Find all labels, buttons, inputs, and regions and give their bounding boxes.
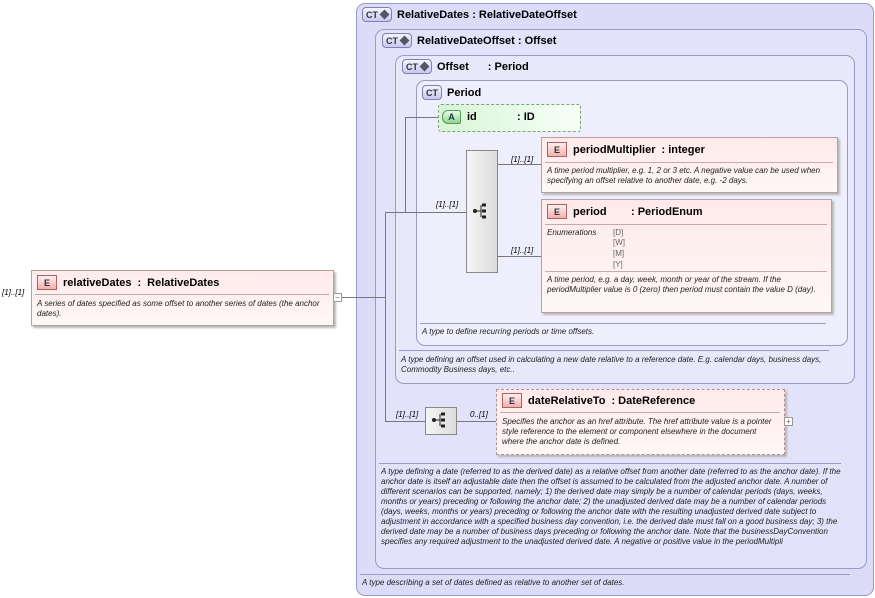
complex-type-doc: A type defining an offset used in calcul… xyxy=(401,355,822,374)
complex-type-doc: A type defining a date (referred to as t… xyxy=(381,467,841,546)
complex-type-title: RelativeDateOffset : Offset xyxy=(417,34,557,47)
element-doc: A time period, e.g. a day, week, month o… xyxy=(547,275,816,294)
complex-type-badge: CT xyxy=(382,33,412,48)
attribute-badge: A xyxy=(442,110,461,124)
complex-type-title-name: Offset xyxy=(437,60,469,73)
element-relative-dates[interactable] xyxy=(31,270,334,326)
plus-diamond-icon xyxy=(399,35,410,46)
complex-type-title-type: : Period xyxy=(487,60,529,73)
divider xyxy=(545,271,827,272)
connector-line xyxy=(385,421,425,422)
sequence-compositor[interactable] xyxy=(425,407,457,435)
attribute-name: id xyxy=(467,111,477,123)
element-badge: E xyxy=(37,275,57,290)
complex-type-offset-header: CT Offset : Period xyxy=(402,59,529,74)
element-name: periodMultiplier xyxy=(573,143,656,156)
element-period-multiplier[interactable] xyxy=(541,137,838,193)
divider xyxy=(500,412,780,413)
element-doc: Specifies the anchor as an href attribut… xyxy=(502,417,772,446)
element-occurrence: [1]..[1] xyxy=(511,246,534,255)
element-period-multiplier-title: E periodMultiplier : integer xyxy=(547,142,705,157)
complex-type-doc: A type describing a set of dates defined… xyxy=(362,578,625,587)
element-name: relativeDates xyxy=(63,276,132,289)
complex-type-title: Period xyxy=(447,86,482,99)
plus-diamond-icon xyxy=(379,9,390,20)
enumeration-value: [Y] xyxy=(613,260,623,269)
attribute-type: : ID xyxy=(517,111,535,123)
divider xyxy=(399,350,829,351)
element-relative-dates-title: E relativeDates : RelativeDates xyxy=(37,275,219,290)
connector-line xyxy=(497,164,541,165)
connector-line xyxy=(497,256,541,257)
sequence-compositor-icon xyxy=(432,412,445,428)
complex-type-badge: CT xyxy=(422,85,442,100)
connector-line xyxy=(385,212,386,421)
element-badge: E xyxy=(547,204,567,219)
enumerations-label: Enumerations xyxy=(547,228,597,237)
connector-line xyxy=(456,421,496,422)
attribute-id-title: A id : ID xyxy=(442,110,535,124)
element-period[interactable] xyxy=(541,199,832,313)
complex-type-badge: CT xyxy=(362,7,392,22)
sequence-occurrence: [1]..[1] xyxy=(396,410,419,419)
attribute-id[interactable] xyxy=(438,104,581,132)
element-occurrence: [1]..[1] xyxy=(511,155,534,164)
enumeration-value: [M] xyxy=(613,249,625,258)
element-occurrence: 0..[1] xyxy=(470,410,488,419)
divider xyxy=(420,323,826,324)
complex-type-doc: A type to define recurring periods or ti… xyxy=(422,327,595,336)
divider xyxy=(35,294,329,295)
element-type: : DateReference xyxy=(611,394,696,407)
element-badge: E xyxy=(502,393,522,408)
element-name: period xyxy=(573,205,607,218)
complex-type-title: RelativeDates : RelativeDateOffset xyxy=(397,8,577,21)
sequence-compositor-icon xyxy=(473,203,486,219)
root-occurrence: [1]..[1] xyxy=(2,288,25,297)
collapse-button[interactable]: − xyxy=(333,293,342,302)
element-name: dateRelativeTo xyxy=(528,394,606,407)
plus-diamond-icon xyxy=(419,61,430,72)
connector-line xyxy=(333,297,385,298)
element-type: : PeriodEnum xyxy=(631,205,703,218)
enumeration-value: [D] xyxy=(613,228,624,237)
connector-line xyxy=(405,117,438,118)
expand-button[interactable]: + xyxy=(784,417,793,426)
element-doc: A time period multiplier, e.g. 1, 2 or 3… xyxy=(547,166,821,185)
element-badge: E xyxy=(547,142,567,157)
divider xyxy=(360,574,850,575)
element-type-separator: : xyxy=(137,276,142,289)
complex-type-badge: CT xyxy=(402,59,432,74)
divider xyxy=(545,162,833,163)
divider xyxy=(545,224,827,225)
element-type: : integer xyxy=(661,143,705,156)
element-date-relative-to-title: E dateRelativeTo : DateReference xyxy=(502,393,695,408)
sequence-occurrence: [1]..[1] xyxy=(436,200,459,209)
element-doc: A series of dates specified as some offs… xyxy=(37,299,320,318)
complex-type-relative-date-offset-header: CT RelativeDateOffset : Offset xyxy=(382,33,556,48)
element-period-title: E period : PeriodEnum xyxy=(547,204,703,219)
connector-line xyxy=(385,212,405,213)
connector-line xyxy=(405,212,466,213)
enumeration-value: [W] xyxy=(613,238,625,247)
complex-type-relative-dates-header: CT RelativeDates : RelativeDateOffset xyxy=(362,7,577,22)
element-type: RelativeDates xyxy=(147,276,220,289)
divider xyxy=(379,463,841,464)
connector-line xyxy=(405,117,406,213)
complex-type-period-header: CT Period xyxy=(422,85,481,100)
